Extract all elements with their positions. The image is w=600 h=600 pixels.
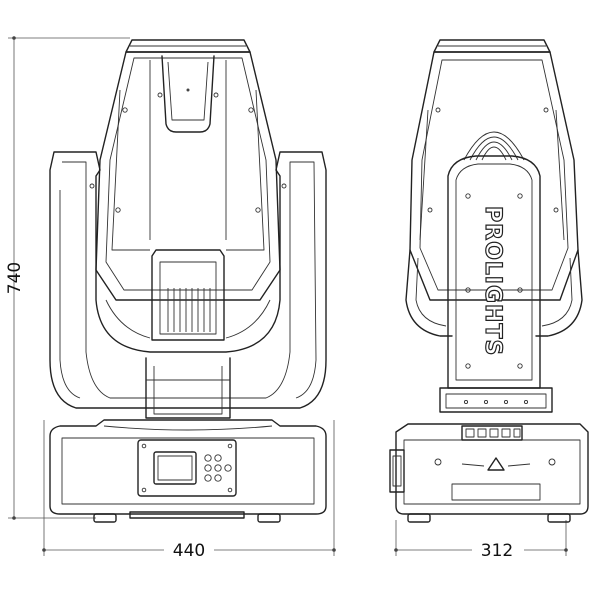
- front-width-label: 440: [173, 541, 205, 561]
- front-width-dimension: 440: [42, 420, 336, 561]
- side-width-label: 312: [481, 541, 513, 561]
- side-width-dimension: 312: [394, 520, 568, 561]
- side-view: PROLIGHTS: [389, 39, 589, 523]
- height-dimension: 740: [5, 36, 130, 520]
- height-label: 740: [5, 262, 25, 294]
- brand-logo-text: PROLIGHTS: [480, 206, 505, 356]
- front-view: [49, 39, 327, 523]
